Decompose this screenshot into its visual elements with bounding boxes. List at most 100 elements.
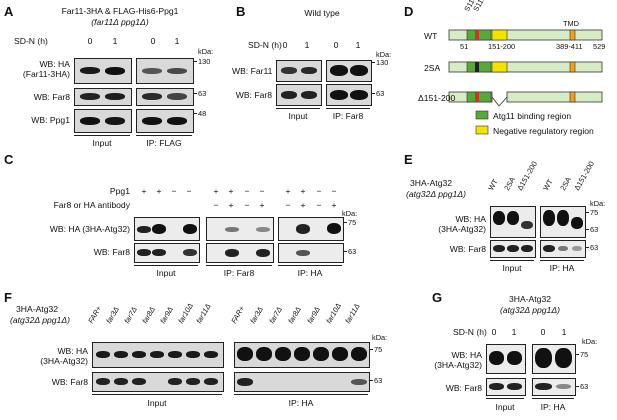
panel-d-pos-51: 51 bbox=[460, 42, 469, 51]
panel-a-blot-ha-ip bbox=[136, 58, 194, 84]
wt-backbone bbox=[448, 29, 603, 41]
panel-e-lane-4: WT bbox=[541, 177, 555, 192]
panel-a-letter: A bbox=[4, 4, 14, 19]
panel-c-ab-6: + bbox=[228, 200, 234, 210]
panel-c-blot-far8-input bbox=[134, 243, 200, 263]
panel-g-blot-far8-input bbox=[486, 378, 526, 396]
panel-c-ppg1-3: − bbox=[171, 186, 177, 196]
wt-phospho-sites bbox=[475, 30, 479, 40]
panel-g-blot-ha-ip bbox=[532, 344, 576, 374]
panel-b-time-3: 0 bbox=[333, 40, 339, 50]
del-backbone-c bbox=[506, 91, 603, 103]
panel-c-ppg1-6: + bbox=[228, 186, 234, 196]
panel-b-blot-far11-input bbox=[276, 60, 322, 82]
wt-negative-region bbox=[491, 29, 508, 41]
panel-b-kda: kDa: bbox=[376, 50, 392, 59]
panel-g-blot-far8-ip bbox=[532, 378, 576, 396]
panel-c-group-ipha: IP: HA bbox=[297, 268, 323, 278]
panel-a-time-3: 0 bbox=[150, 36, 156, 46]
panel-f-lane-1: FAR+ bbox=[86, 304, 104, 325]
panel-b-time-4: 1 bbox=[355, 40, 361, 50]
panel-e-kda: kDa: bbox=[590, 199, 606, 208]
panel-c-ab-12: + bbox=[331, 200, 337, 210]
panel-f-lane-8: FAR+ bbox=[229, 304, 247, 325]
panel-g-sdn-label: SD-N (h) bbox=[453, 327, 487, 337]
panel-c-ppg1-7: − bbox=[244, 186, 250, 196]
panel-f-marker-63: 63 bbox=[374, 376, 383, 385]
panel-g-time-1: 0 bbox=[491, 327, 497, 337]
panel-f-blot-ha-input bbox=[92, 342, 224, 368]
panel-b-sdn-label: SD-N (h) bbox=[248, 40, 282, 50]
panel-c-blot-ha-ipfar8 bbox=[206, 217, 274, 241]
panel-c-blot-far8-ipha bbox=[278, 243, 344, 263]
panel-c-ppg1-5: + bbox=[213, 186, 219, 196]
panel-a-blot-ppg1-input bbox=[74, 109, 132, 133]
panel-f-title: 3HA-Atg32 bbox=[16, 304, 59, 314]
panel-c-blot-ha-input bbox=[134, 217, 200, 241]
panel-e-blot-ha-ip bbox=[540, 206, 586, 238]
panel-e-row-far8: WB: Far8 bbox=[449, 244, 486, 254]
panel-g-group-ip: IP: HA bbox=[540, 402, 566, 412]
del-gap bbox=[491, 96, 508, 107]
panel-a-blot-ha-input bbox=[74, 58, 132, 84]
panel-d-construct-wt: WT bbox=[424, 31, 438, 41]
panel-f-letter: F bbox=[4, 290, 12, 305]
panel-f-row-ha: WB: HA bbox=[57, 346, 88, 356]
panel-g-letter: G bbox=[432, 290, 443, 305]
panel-a-row-ha: WB: HA bbox=[39, 59, 70, 69]
panel-c-letter: C bbox=[4, 152, 14, 167]
panel-e-marker-63b: 63 bbox=[590, 243, 599, 252]
panel-a-marker-48: 48 bbox=[198, 109, 207, 118]
panel-g-row-ha: WB: HA bbox=[451, 350, 482, 360]
panel-c-row-ha: WB: HA (3HA-Atg32) bbox=[49, 224, 130, 234]
panel-f-lane-11: far8Δ bbox=[286, 305, 303, 325]
del-phospho-sites bbox=[475, 92, 479, 102]
panel-c-marker-63: 63 bbox=[348, 247, 357, 256]
panel-e-lane-1: WT bbox=[486, 177, 500, 192]
panel-b-marker-63: 63 bbox=[376, 89, 385, 98]
panel-g-kda: kDa: bbox=[582, 337, 598, 346]
panel-a-group-ip: IP: FLAG bbox=[146, 138, 182, 148]
panel-g-marker-75: 75 bbox=[580, 350, 589, 359]
panel-a-blot-far8-ip bbox=[136, 88, 194, 106]
panel-e-row-ha: WB: HA bbox=[455, 214, 486, 224]
panel-g-group-input: Input bbox=[495, 402, 515, 412]
panel-e-group-input: Input bbox=[502, 263, 522, 273]
panel-b-group-ip: IP: Far8 bbox=[332, 111, 364, 121]
panel-c-group-input: Input bbox=[156, 268, 176, 278]
panel-c-ppg1-9: + bbox=[285, 186, 291, 196]
panel-b-time-1: 0 bbox=[282, 40, 288, 50]
panel-b-marker-130: 130 bbox=[376, 58, 389, 67]
panel-c-row-far8: WB: Far8 bbox=[93, 247, 130, 257]
panel-e-lane-5: 2SA bbox=[558, 175, 573, 192]
panel-a-time-4: 1 bbox=[174, 36, 180, 46]
panel-b-blot-far8-input bbox=[276, 84, 322, 106]
panel-a-row-ha-sub: (Far11-3HA) bbox=[22, 69, 70, 79]
panel-f-lane-4: far8Δ bbox=[140, 305, 157, 325]
panel-b-blot-far11-ip bbox=[326, 60, 372, 82]
panel-f-blot-far8-input bbox=[92, 372, 224, 392]
panel-f-lane-6: far10Δ bbox=[176, 301, 195, 325]
panel-e-blot-far8-ip bbox=[540, 240, 586, 258]
panel-e-marker-75: 75 bbox=[590, 208, 599, 217]
panel-f-lane-7: far11Δ bbox=[194, 302, 213, 325]
panel-e-lane-3: Δ151-200 bbox=[515, 159, 540, 192]
panel-f-lane-13: far10Δ bbox=[324, 301, 343, 325]
panel-b-group-input: Input bbox=[288, 111, 308, 121]
panel-f-lane-14: far11Δ bbox=[343, 302, 362, 325]
panel-f-lane-3: far7Δ bbox=[122, 305, 139, 325]
panel-g-row-ha-sub: (3HA-Atg32) bbox=[434, 360, 482, 370]
panel-g-blot-ha-input bbox=[486, 344, 526, 374]
panel-f-lane-5: far9Δ bbox=[158, 305, 175, 325]
panel-d-pos-529: 529 bbox=[593, 42, 606, 51]
panel-f-lane-12: far9Δ bbox=[305, 305, 322, 325]
panel-d-pos-389: 389-411 bbox=[556, 42, 583, 51]
panel-a-row-ppg1: WB: Ppg1 bbox=[31, 115, 70, 125]
panel-b-title: Wild type bbox=[304, 8, 340, 18]
panel-g-time-2: 1 bbox=[511, 327, 517, 337]
panel-a-time-1: 0 bbox=[87, 36, 93, 46]
panel-c-ab-8: + bbox=[259, 200, 265, 210]
panel-d-tmd: TMD bbox=[563, 19, 580, 28]
panel-b-time-2: 1 bbox=[304, 40, 310, 50]
2sa-backbone bbox=[448, 61, 603, 73]
